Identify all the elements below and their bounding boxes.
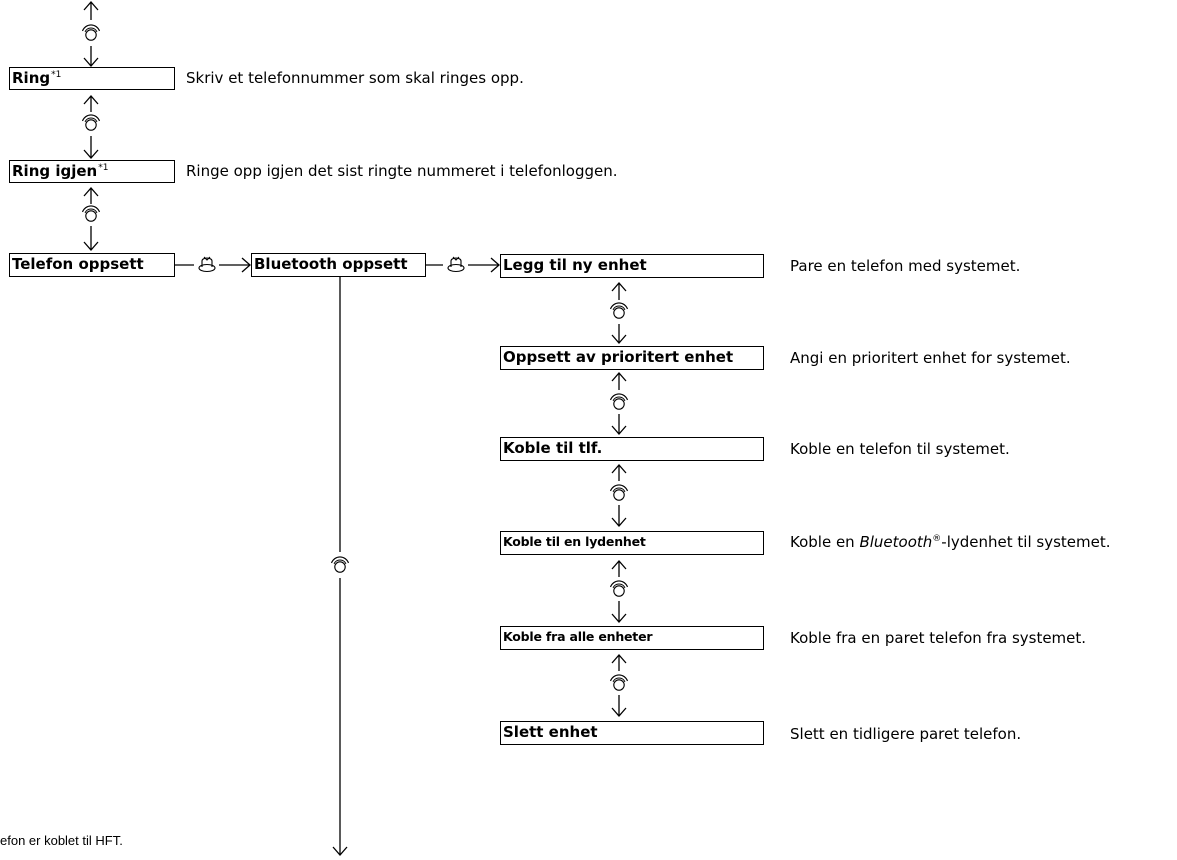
menu-item-label: Slett enhet bbox=[503, 723, 598, 741]
menu-item-description: Skriv et telefonnummer som skal ringes o… bbox=[186, 69, 524, 87]
menu-item-koble-fra-alle-enheter[interactable]: Koble fra alle enheter bbox=[500, 626, 764, 650]
description-text: -lydenhet til systemet. bbox=[941, 533, 1111, 551]
menu-item-oppsett-av-prioritert-enhet[interactable]: Oppsett av prioritert enhet bbox=[500, 346, 764, 370]
menu-item-description: Koble en telefon til systemet. bbox=[790, 440, 1010, 458]
menu-item-ring-igjen[interactable]: Ring igjen*1 bbox=[9, 160, 175, 183]
footnote-marker: *1 bbox=[51, 70, 62, 80]
interface-dial-rotate-icon bbox=[81, 114, 101, 131]
left-connectors bbox=[83, 1, 99, 251]
interface-dial-rotate-icon bbox=[81, 24, 101, 41]
description-text: Koble en bbox=[790, 533, 860, 551]
menu-item-ring[interactable]: Ring*1 bbox=[9, 67, 175, 90]
menu-item-label: Telefon oppsett bbox=[12, 255, 144, 273]
menu-item-label: Koble til tlf. bbox=[503, 439, 603, 457]
menu-item-description: Koble fra en paret telefon fra systemet. bbox=[790, 629, 1087, 647]
menu-item-description: Koble en Bluetooth®-lydenhet til systeme… bbox=[790, 533, 1111, 551]
menu-item-label: Ring bbox=[12, 69, 51, 87]
menu-item-legg-til-ny-enhet[interactable]: Legg til ny enhet bbox=[500, 254, 764, 278]
menu-item-label: Oppsett av prioritert enhet bbox=[503, 348, 734, 366]
menu-item-label: Koble fra alle enheter bbox=[503, 629, 653, 644]
menu-item-description: Ringe opp igjen det sist ringte nummeret… bbox=[186, 162, 618, 180]
menu-item-description: Slett en tidligere paret telefon. bbox=[790, 725, 1022, 743]
interface-dial-rotate-icon bbox=[609, 484, 629, 501]
interface-dial-rotate-icon bbox=[330, 556, 350, 573]
menu-item-label: Legg til ny enhet bbox=[503, 256, 647, 274]
interface-dial-rotate-icon bbox=[609, 674, 629, 691]
menu-item-label: Bluetooth oppsett bbox=[254, 255, 408, 273]
menu-item-description: Angi en prioritert enhet for systemet. bbox=[790, 349, 1071, 367]
menu-item-description: Pare en telefon med systemet. bbox=[790, 257, 1021, 275]
footnote-marker: *1 bbox=[98, 163, 109, 173]
registered-mark: ® bbox=[932, 534, 942, 544]
menu-item-koble-til-tlf[interactable]: Koble til tlf. bbox=[500, 437, 764, 461]
bluetooth-brand-text: Bluetooth bbox=[859, 533, 933, 551]
interface-dial-rotate-icon bbox=[609, 580, 629, 597]
menu-item-telefon-oppsett[interactable]: Telefon oppsett bbox=[9, 253, 175, 277]
interface-dial-press-icon bbox=[198, 256, 216, 273]
interface-dial-press-icon bbox=[447, 256, 465, 273]
menu-item-label: Koble til en lydenhet bbox=[503, 534, 646, 549]
menu-item-label: Ring igjen bbox=[12, 162, 98, 180]
interface-dial-rotate-icon bbox=[81, 205, 101, 222]
interface-dial-rotate-icon bbox=[609, 393, 629, 410]
interface-dial-rotate-icon bbox=[609, 302, 629, 319]
menu-item-bluetooth-oppsett[interactable]: Bluetooth oppsett bbox=[251, 253, 426, 277]
menu-item-slett-enhet[interactable]: Slett enhet bbox=[500, 721, 764, 745]
menu-item-koble-til-en-lydenhet[interactable]: Koble til en lydenhet bbox=[500, 531, 764, 555]
footnote-text: efon er koblet til HFT. bbox=[0, 833, 123, 848]
